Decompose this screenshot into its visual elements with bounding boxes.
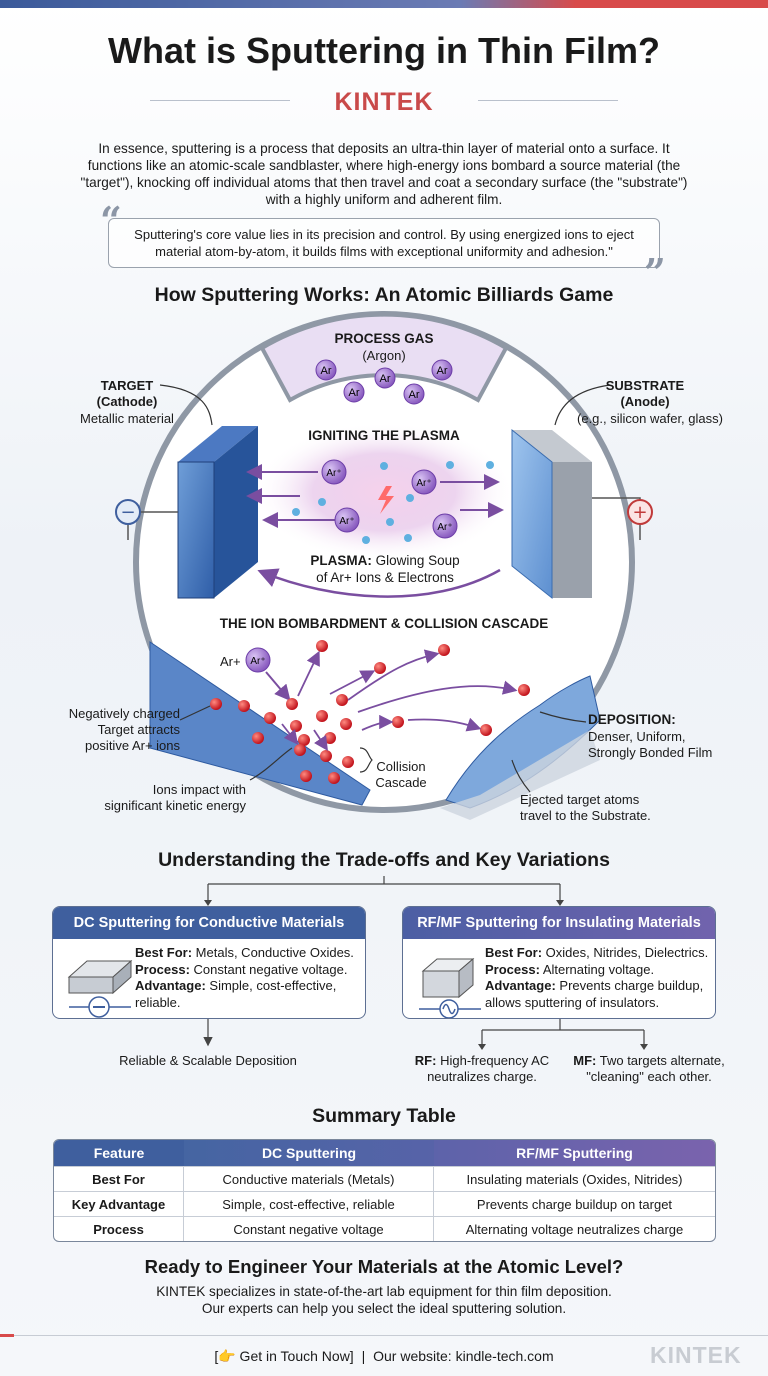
cta-text: KINTEK specializes in state-of-the-art l… [156,1284,612,1316]
plasma-label-2: of Ar+ Ions & Electrons [316,570,454,585]
target-title: TARGET [100,378,154,393]
svg-text:Ar⁺: Ar⁺ [250,656,265,667]
substrate-desc: (e.g., silicon wafer, glass) [577,411,723,426]
ejected-line2: travel to the Substrate. [520,808,651,823]
table-cell: Alternating voltage neutralizes charge [434,1216,715,1241]
table-cell: Constant negative voltage [184,1216,434,1241]
dc-card: DC Sputtering for Conductive Materials B… [52,906,366,1019]
metal-block-icon [67,959,133,1018]
table-cell: Prevents charge buildup on target [434,1191,715,1216]
tradeoff-connectors [203,876,648,1050]
svg-text:Ar: Ar [437,365,448,377]
table-cell: Process [54,1216,184,1241]
ejected-line1: Ejected target atoms [520,792,640,807]
impact-label-2: significant kinetic energy [104,798,246,813]
spark-icon [378,486,394,514]
ar-plus-label: Ar+ [220,654,241,669]
intro-paragraph: In essence, sputtering is a process that… [80,141,688,207]
top-accent-bar [0,0,768,8]
target-plate [177,426,258,599]
svg-text:Ar: Ar [409,389,420,401]
svg-text:Ar: Ar [349,387,360,399]
sputtering-diagram: − + Ar Ar Ar Ar Ar Ar⁺ Ar⁺ Ar⁺ Ar⁺ [115,311,653,820]
deposition-title: DEPOSITION: [588,712,676,727]
dc-card-body: Best For: Metals, Conductive Oxides. Pro… [135,945,354,1010]
website-link[interactable]: Our website: kindle-tech.com [373,1348,554,1364]
dc-result: Reliable & Scalable Deposition [119,1053,297,1068]
footer-separator: | [361,1348,366,1364]
neg-label-2: Target attracts [97,722,180,737]
bombardment-label: THE ION BOMBARDMENT & COLLISION CASCADE [219,616,549,631]
positive-terminal-icon [627,499,653,525]
igniting-label: IGNITING THE PLASMA [308,428,460,443]
footer: [👉 Get in Touch Now] | Our website: kind… [0,1348,768,1365]
cta-heading: Ready to Engineer Your Materials at the … [144,1256,624,1277]
mf-variant: MF: Two targets alternate, "cleaning" ea… [573,1053,725,1084]
insulator-block-icon [419,957,481,1018]
rf-card-title: RF/MF Sputtering for Insulating Material… [403,907,715,939]
rf-card: RF/MF Sputtering for Insulating Material… [402,906,716,1019]
argon-atoms: Ar Ar Ar Ar Ar [315,359,453,405]
divider [150,100,290,101]
table-cell: Simple, cost-effective, reliable [184,1191,434,1216]
table-header: Feature [54,1140,184,1166]
svg-text:Ar⁺: Ar⁺ [416,478,431,489]
svg-text:Ar⁺: Ar⁺ [437,522,452,533]
argon-label: (Argon) [362,348,406,363]
cascade-label-1: Collision [376,759,426,774]
substrate-sub: (Anode) [620,394,670,409]
dc-card-title: DC Sputtering for Conductive Materials [53,907,365,939]
deposition-line1: Denser, Uniform, [588,729,686,744]
divider [478,100,618,101]
table-row: Process Constant negative voltage Altern… [54,1216,715,1241]
process-gas-label: PROCESS GAS [334,331,434,346]
contact-link[interactable]: [👉 Get in Touch Now] [214,1348,354,1364]
substrate-title: SUBSTRATE [605,378,685,393]
cascade-label-2: Cascade [375,775,427,790]
svg-text:Ar: Ar [380,373,391,385]
table-row: Best For Conductive materials (Metals) I… [54,1166,715,1191]
quote-close-icon: ” [644,250,666,295]
impact-label-1: Ions impact with [152,782,246,797]
neg-label-3: positive Ar+ ions [84,738,180,753]
negative-terminal-icon [115,499,141,525]
section-heading-how: How Sputtering Works: An Atomic Billiard… [154,284,614,306]
footer-divider [14,1335,768,1336]
footer-accent [0,1334,14,1337]
section-heading-tradeoffs: Understanding the Trade-offs and Key Var… [158,849,610,871]
table-cell: Key Advantage [54,1191,184,1216]
neg-label-1: Negatively charged [68,706,180,721]
svg-text:Ar: Ar [321,365,332,377]
rf-card-body: Best For: Oxides, Nitrides, Dielectrics.… [485,945,709,1010]
summary-table: Feature DC Sputtering RF/MF Sputtering B… [53,1139,716,1242]
table-header: DC Sputtering [184,1140,434,1166]
plasma-label: PLASMA: Glowing Soup [310,553,460,568]
plasma-particles: Ar⁺ Ar⁺ Ar⁺ Ar⁺ [246,459,504,544]
table-header: RF/MF Sputtering [434,1140,715,1166]
target-desc: Metallic material [80,411,174,426]
section-heading-summary: Summary Table [312,1105,456,1127]
page-title: What is Sputtering in Thin Film? [108,30,660,71]
table-cell: Conductive materials (Metals) [184,1166,434,1191]
svg-text:Ar⁺: Ar⁺ [339,516,354,527]
target-sub: (Cathode) [96,394,158,409]
cascade-atoms [210,640,530,784]
table-row: Key Advantage Simple, cost-effective, re… [54,1191,715,1216]
footer-logo: KINTEK [650,1342,742,1368]
table-cell: Best For [54,1166,184,1191]
svg-text:Ar⁺: Ar⁺ [326,468,341,479]
quote-text: Sputtering's core value lies in its prec… [134,227,634,259]
ejection-arrows [281,649,518,751]
table-cell: Insulating materials (Oxides, Nitrides) [434,1166,715,1191]
incoming-ion: Ar⁺ [245,647,291,702]
plus-sign: + [632,502,647,523]
minus-sign: − [120,502,135,523]
brand-logo: KINTEK [334,88,434,116]
rf-variant: RF: High-frequency AC neutralizes charge… [414,1053,550,1084]
quote-box: Sputtering's core value lies in its prec… [108,218,660,268]
deposition-line2: Strongly Bonded Film [588,745,713,760]
substrate-plate [511,428,592,600]
